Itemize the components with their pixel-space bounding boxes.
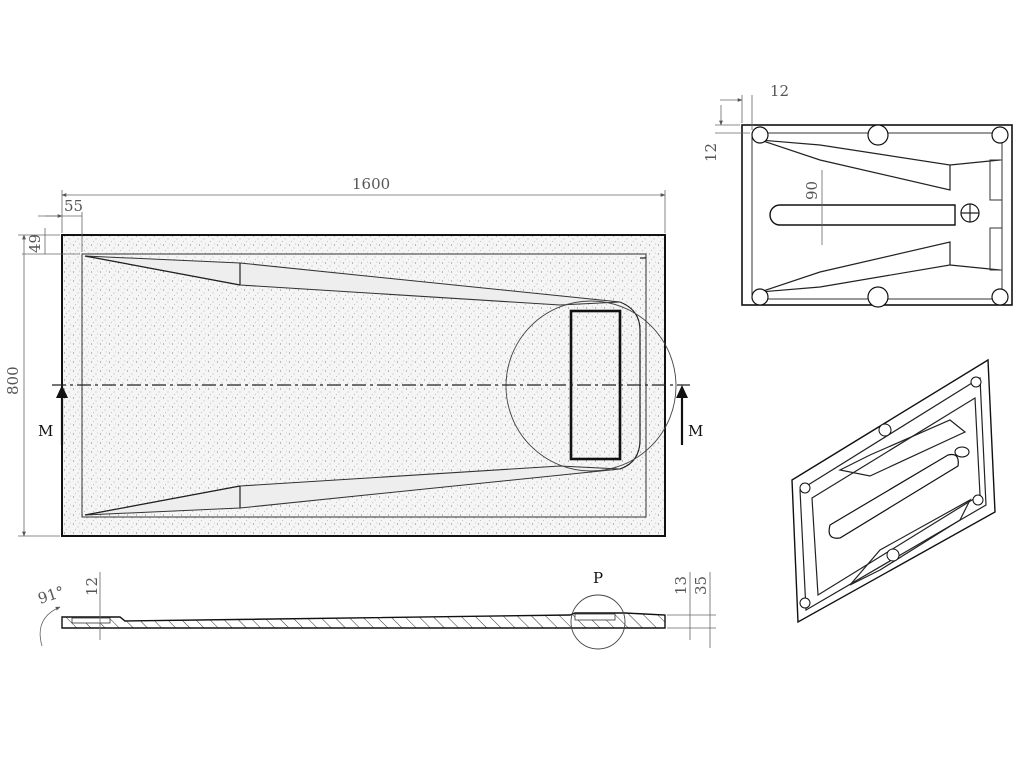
dim-thickness-left: 12: [83, 577, 101, 596]
dim-rim-side: 49: [26, 234, 44, 253]
plan-view: M M 1600 55 49 800: [4, 175, 703, 537]
dim-top-rim: 12: [770, 82, 789, 100]
dim-length: 1600: [352, 175, 390, 193]
isometric-view: [791, 358, 996, 624]
dim-rim: 55: [64, 197, 83, 215]
section-label-left: M: [38, 422, 53, 440]
section-view: P 91° 12 13 35: [36, 569, 716, 650]
detail-circle: [505, 300, 677, 472]
section-body: [61, 612, 666, 629]
iso-channel: [828, 453, 959, 539]
dim-top-rim-v: 12: [702, 143, 720, 162]
dim-channel: 90: [803, 181, 821, 200]
channel-slot: [769, 204, 956, 226]
section-label-right: M: [688, 422, 703, 440]
dim-height-total: 35: [692, 576, 710, 595]
dim-width: 800: [4, 366, 22, 395]
dim-height-edge: 13: [672, 576, 690, 595]
dim-angle: 91°: [36, 582, 67, 607]
detail-label: P: [593, 569, 603, 587]
detail-p-circle: [570, 594, 626, 650]
small-plan-view: 12 12 90: [702, 82, 1013, 308]
